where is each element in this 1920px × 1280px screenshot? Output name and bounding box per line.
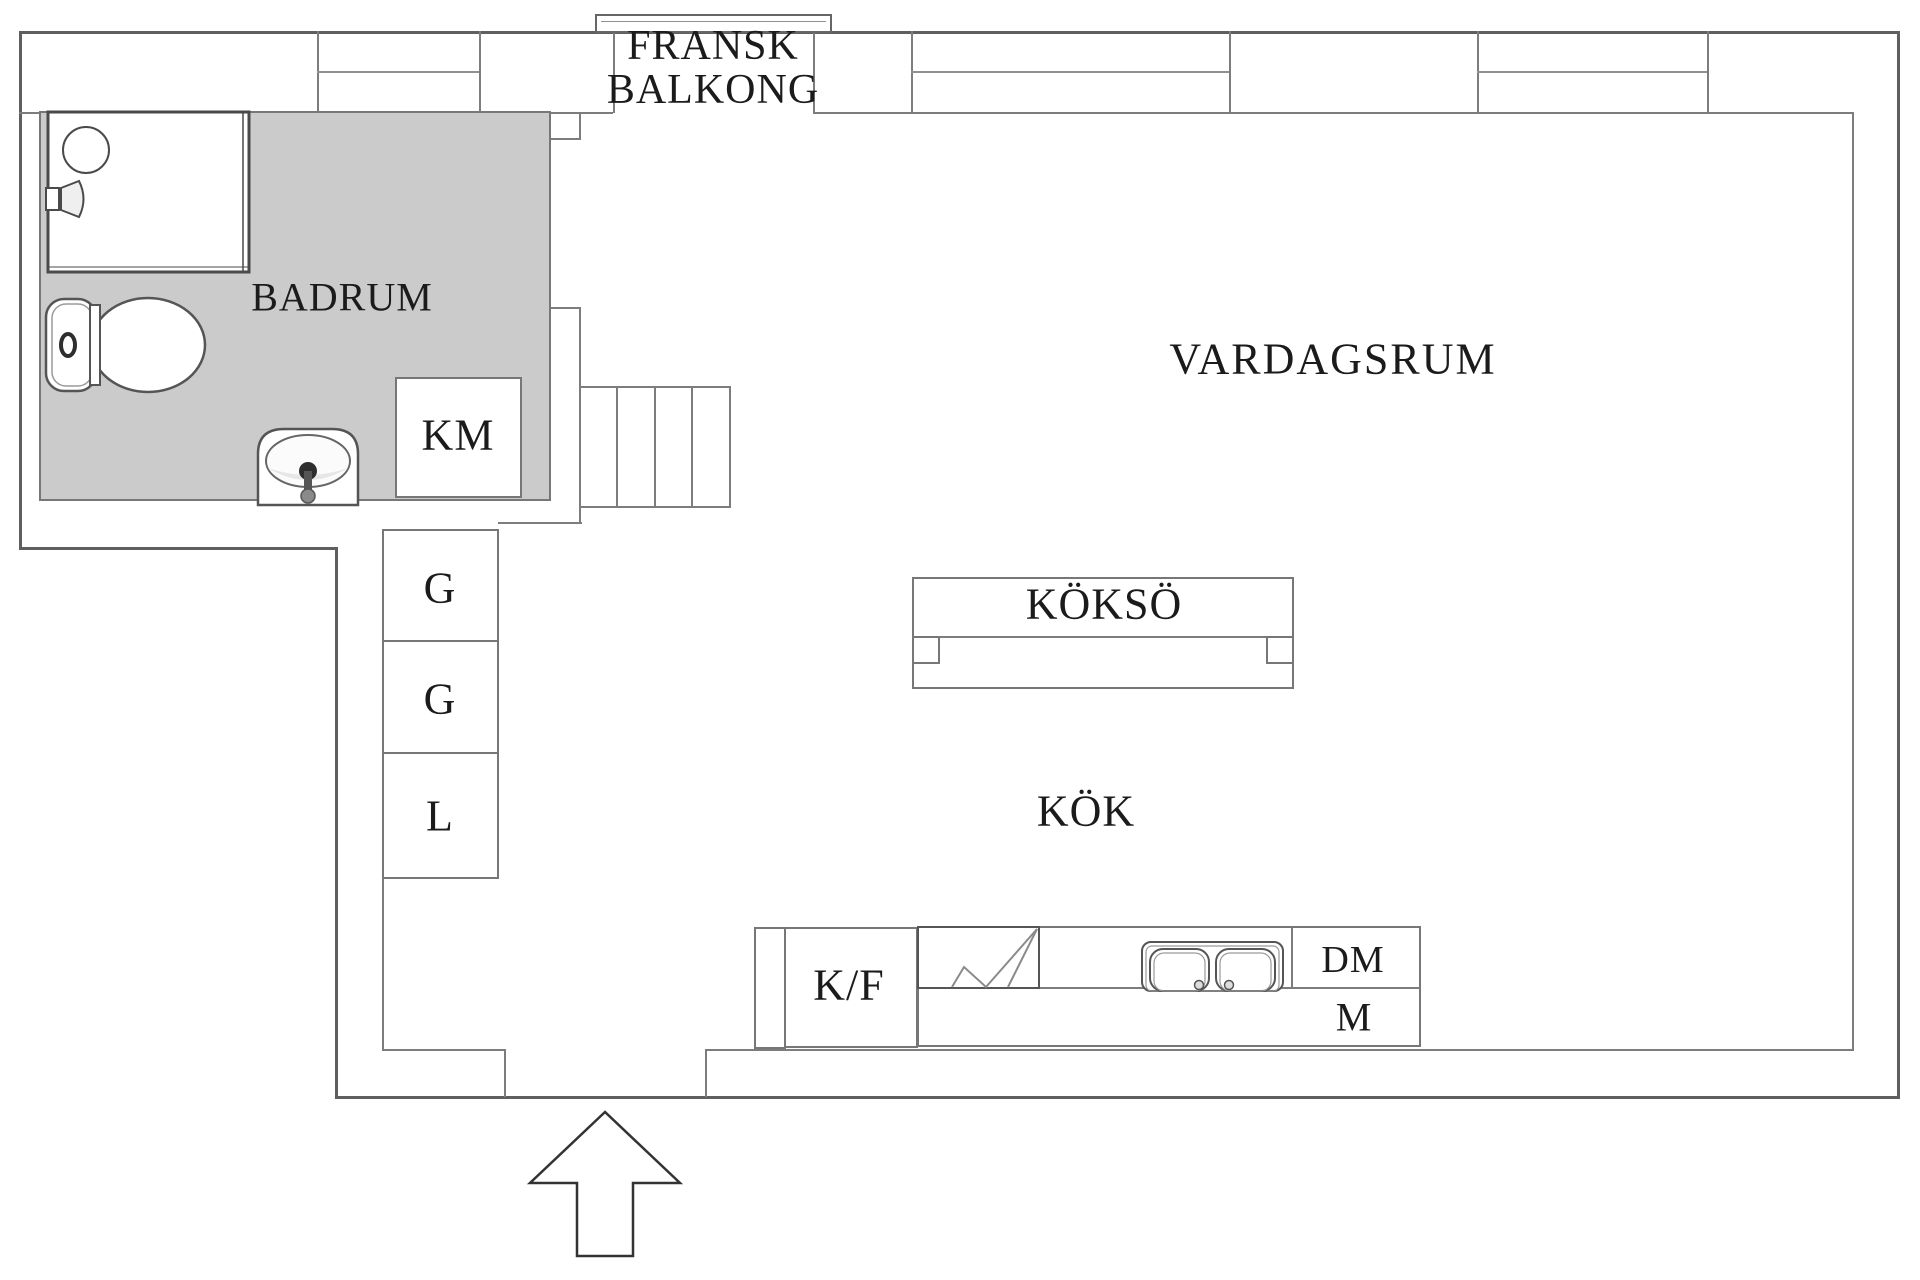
wall-line [705, 1049, 1853, 1051]
bathroom-label: BADRUM [251, 274, 433, 320]
island-leg [1266, 636, 1294, 664]
wall-line [19, 547, 338, 550]
balcony-label-line2: BALKONG [606, 67, 820, 113]
kitchen-island [912, 577, 1294, 689]
kitchen-label: KÖK [1036, 786, 1136, 836]
wall-line [579, 308, 581, 524]
wall-line [19, 31, 22, 550]
balcony-door [595, 14, 832, 33]
wall-line [549, 138, 581, 140]
bathroom-sink-icon [256, 427, 360, 507]
kitchen-sink-icon [1141, 941, 1284, 992]
wall-line [19, 31, 1900, 34]
microwave-label: M [1335, 994, 1373, 1040]
entrance-arrow-icon [526, 1110, 684, 1258]
balcony-jamb [613, 31, 615, 113]
balcony-label-line1: FRANSK [627, 23, 799, 69]
wardrobe-label: G [423, 674, 457, 724]
window-glass-line [317, 71, 479, 73]
wall-line [549, 307, 581, 309]
dishwasher-label: DM [1321, 939, 1385, 981]
stairs-tread [654, 386, 656, 508]
wall-line [1897, 31, 1900, 1099]
counter-divider [1291, 928, 1293, 988]
balcony-jamb [813, 31, 815, 113]
wall-line [813, 112, 1853, 114]
window-glass-line [911, 71, 1229, 73]
window-frame [479, 31, 481, 113]
island-leg [912, 636, 940, 664]
balcony-door-line [601, 21, 826, 22]
window-frame [1707, 31, 1709, 113]
entrance-jamb [705, 1049, 707, 1097]
wall-line [335, 547, 338, 1099]
wardrobe-box [382, 529, 499, 642]
stove-icon [917, 926, 1040, 989]
wall-line [382, 1049, 505, 1051]
stairs-tread [616, 386, 618, 508]
fridge-freezer-box [784, 927, 918, 1048]
linen-cabinet-label: L [426, 791, 454, 841]
living-room-label: VARDAGSRUM [1169, 334, 1497, 384]
wall-line [579, 112, 581, 140]
entrance-jamb [504, 1049, 506, 1097]
wall-line [498, 522, 582, 524]
stairs-tread [691, 386, 693, 508]
toilet-icon [44, 296, 207, 394]
window-frame [1229, 31, 1231, 113]
window-glass-line [1477, 71, 1707, 73]
fridge-freezer-label: K/F [813, 960, 885, 1010]
wall-line [335, 1096, 1900, 1099]
island-divider [912, 636, 1294, 638]
stairs-edge [729, 386, 731, 508]
washing-machine-label: KM [421, 410, 495, 460]
wardrobe-box [382, 640, 499, 754]
linen-cabinet-box [382, 752, 499, 879]
washing-machine-box [395, 377, 522, 498]
shower-icon [45, 110, 251, 274]
wall-line [1852, 112, 1854, 1051]
wardrobe-label: G [423, 563, 457, 613]
kitchen-island-label: KÖKSÖ [1025, 579, 1183, 629]
wall-stub [754, 927, 786, 1049]
balcony-label: FRANSK BALKONG [607, 24, 819, 112]
